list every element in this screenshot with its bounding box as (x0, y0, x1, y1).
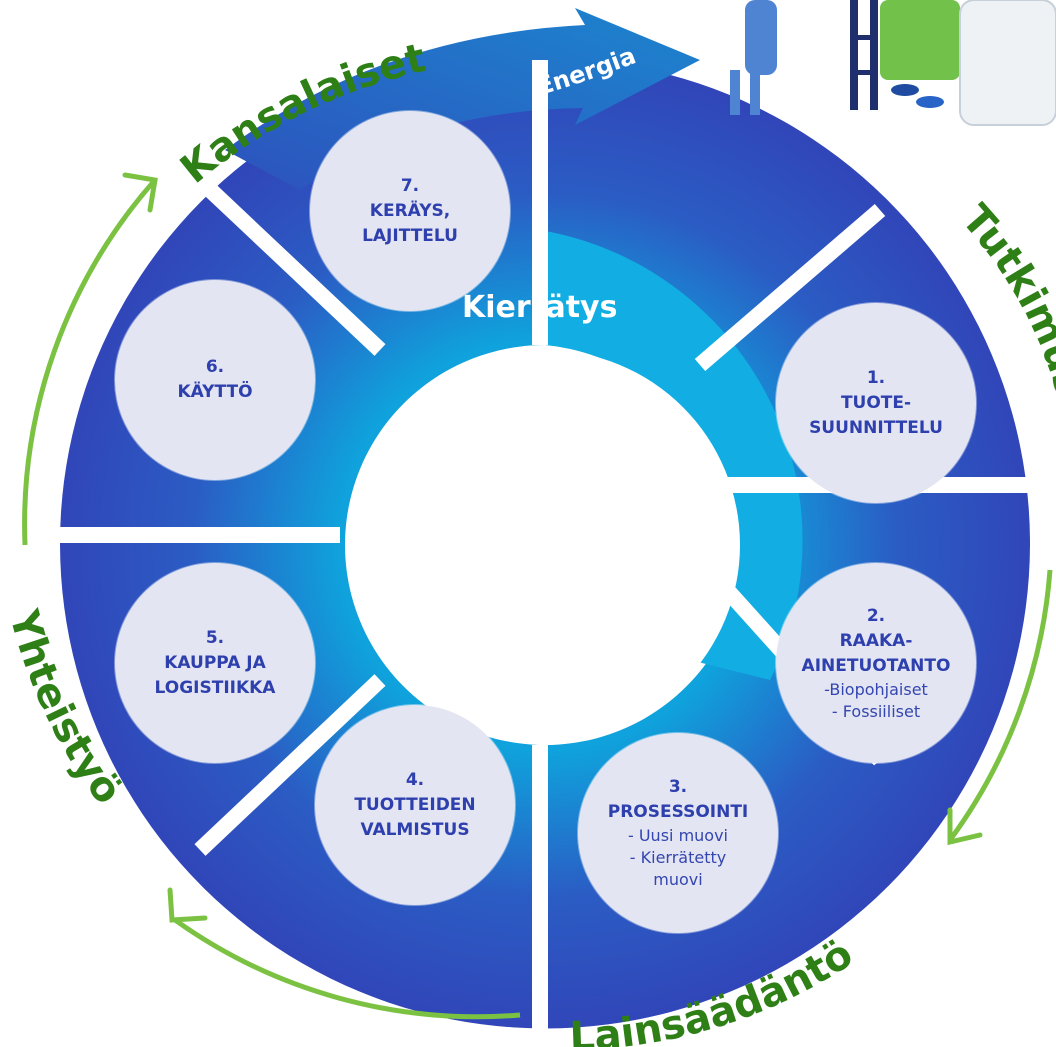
stage-number: 1. (866, 367, 886, 388)
arrow-left (22, 178, 157, 546)
stage-node-1: 1. TUOTE- SUUNNITTELU (776, 303, 976, 503)
stage-number: 4. (405, 769, 425, 790)
arrow-bottom (173, 917, 521, 1020)
stage-title: KAUPPA JA (164, 652, 266, 673)
stage-title: SUUNNITTELU (809, 417, 943, 438)
stage-subitem: -Biopohjaiset (824, 679, 928, 699)
stage-number: 3. (668, 777, 688, 797)
arrow-head-bottom (167, 887, 208, 923)
stage-node-5: 5. KAUPPA JA LOGISTIIKKA (115, 563, 315, 763)
stage-subitem: muovi (653, 870, 703, 889)
stage-number: 5. (205, 627, 225, 648)
stage-title: TUOTE- (840, 392, 912, 413)
arrow-right (947, 569, 1053, 842)
arrow-head-left (122, 172, 158, 213)
stage-number: 2. (866, 605, 886, 626)
cycle-arrows (22, 178, 1053, 1020)
stage-node-3: 3. PROSESSOINTI - Uusi muovi - Kierrätetty m… (578, 733, 778, 933)
stage-title: VALMISTUS (360, 819, 470, 840)
stage-node-2: 2. RAAKA- AINETUOTANTO -Biopohjaiset- Fossi… (776, 563, 976, 763)
center-label: Kierrätys (462, 290, 618, 325)
stage-subitem: - Kierrätetty (629, 848, 727, 867)
stage-title: KÄYTTÖ (177, 382, 253, 402)
stage-subitem: - Uusi muovi (627, 826, 728, 845)
stage-node-6: 6. KÄYTTÖ (115, 280, 315, 480)
stage-number: 7. (400, 175, 420, 196)
stage-title: AINETUOTANTO (801, 655, 951, 676)
arrow-heads (122, 172, 983, 923)
process-ring (60, 58, 1030, 1029)
stage-title: PROSESSOINTI (607, 802, 749, 822)
stage-title: LAJITTELU (362, 225, 458, 246)
center-hole (350, 350, 740, 740)
stage-node-7: 7. KERÄYS, LAJITTELU (310, 111, 510, 311)
stage-number: 6. (205, 357, 225, 377)
stage-node-4: 4. TUOTTEIDEN VALMISTUS (315, 705, 515, 905)
stage-title: RAAKA- (839, 630, 913, 651)
stage-title: KERÄYS, (369, 200, 451, 221)
stage-subitem: - Fossiiliset (831, 701, 921, 721)
stage-title: TUOTTEIDEN (354, 794, 476, 815)
stage-title: LOGISTIIKKA (154, 677, 276, 698)
recycling-people-icon (730, 0, 1056, 126)
arrow-head-right (947, 807, 983, 846)
